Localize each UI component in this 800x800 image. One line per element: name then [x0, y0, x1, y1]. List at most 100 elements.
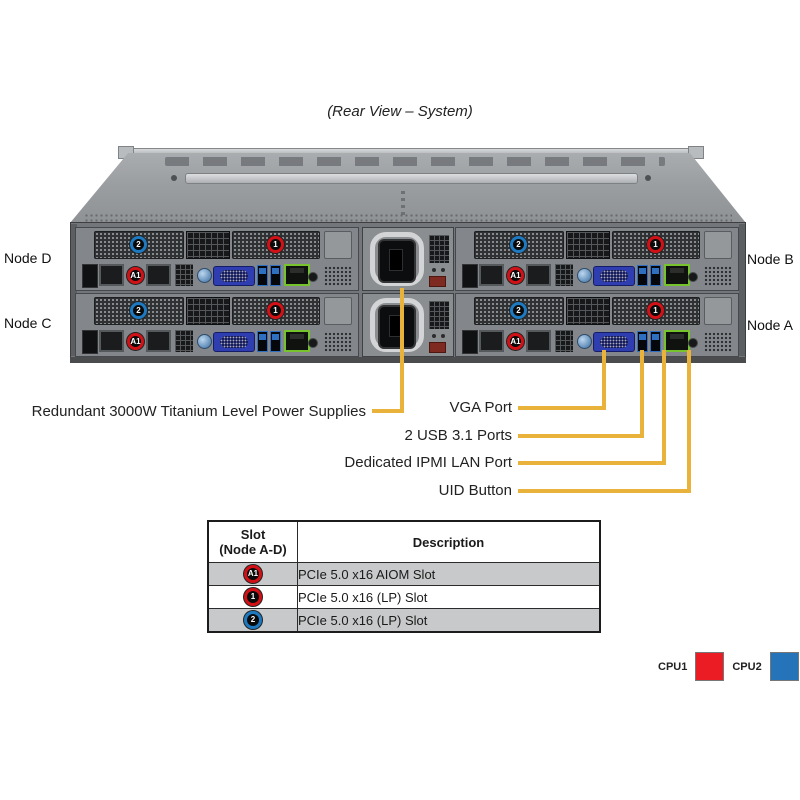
vga-connector: [220, 336, 248, 348]
description-cell: PCIe 5.0 x16 (LP) Slot: [297, 608, 601, 633]
usb-port-2: [650, 331, 661, 352]
vent-dots: [324, 266, 352, 286]
bay-latch: [704, 297, 732, 325]
callout-line-psu-horizontal: [372, 409, 404, 413]
slot-description-table: Slot (Node A-D) Description A1 PCIe 5.0 …: [207, 520, 601, 633]
aiom-badge: A1: [127, 333, 144, 350]
psu-led-2: [441, 334, 445, 338]
cpu1-label: CPU1: [658, 660, 688, 673]
table-row: A1 PCIe 5.0 x16 AIOM Slot: [207, 562, 601, 586]
vga-port: [213, 332, 255, 352]
callout-line-ipmi-horizontal: [518, 461, 666, 465]
usb-callout-label: 2 USB 3.1 Ports: [404, 427, 512, 444]
aiom-badge: A1: [127, 267, 144, 284]
cpu2-label: CPU2: [732, 660, 762, 673]
bay-latch: [704, 231, 732, 259]
slot-cell: 2: [207, 608, 298, 633]
usb-port-2: [650, 265, 661, 286]
thumbscrew: [577, 268, 592, 283]
slot1-badge: 1: [244, 588, 262, 606]
aiom-lan-port-1: [479, 330, 504, 352]
thumbscrew: [197, 334, 212, 349]
rear-io-port: [462, 330, 478, 354]
pcie-slot2-vent: [94, 231, 184, 259]
vga-connector: [600, 336, 628, 348]
power-supply-1: [362, 227, 454, 291]
slot1-badge: 1: [267, 236, 284, 253]
description-cell: PCIe 5.0 x16 AIOM Slot: [297, 562, 601, 586]
cpu-legend: CPU1 CPU2: [658, 652, 799, 681]
center-vent-grid: [566, 297, 610, 325]
psu-led-2: [441, 268, 445, 272]
usb-ports: [637, 265, 661, 286]
callout-line-psu-vertical: [400, 288, 404, 413]
psu-vent-grid: [429, 235, 449, 263]
ipmi-callout-label: Dedicated IPMI LAN Port: [344, 454, 512, 471]
thumbscrew: [577, 334, 592, 349]
bay-latch: [324, 231, 352, 259]
psu-handle: [370, 298, 424, 352]
usb-port-2: [270, 331, 281, 352]
cpu2-swatch: [769, 652, 799, 681]
callout-line-ipmi-vertical: [662, 350, 666, 465]
node-b-label: Node B: [747, 251, 794, 267]
slot2-badge: 2: [510, 236, 527, 253]
slot2-badge: 2: [130, 236, 147, 253]
aiom-lan-port-1: [99, 330, 124, 352]
node-d-label: Node D: [4, 250, 52, 266]
node-bay-b: 2 1 A1: [455, 227, 739, 291]
usb-port-1: [257, 265, 268, 286]
io-vent-grid: [555, 264, 573, 286]
diagram-title: (Rear View – System): [327, 103, 473, 120]
aiom-lan-port-2: [146, 264, 171, 286]
rear-flange-left: [71, 224, 77, 356]
slot-cell: A1: [207, 562, 298, 586]
aiom-lan-port-1: [479, 264, 504, 286]
rear-flange-right: [739, 224, 745, 356]
bay-latch: [324, 297, 352, 325]
psu-callout-label: Redundant 3000W Titanium Level Power Sup…: [31, 403, 366, 420]
slot-cell: 1: [207, 585, 298, 609]
slot2-badge: 2: [244, 611, 262, 629]
aiom-badge: A1: [244, 565, 262, 583]
io-vent-grid: [175, 330, 193, 352]
usb-port-2: [270, 265, 281, 286]
slot2-badge: 2: [510, 302, 527, 319]
node-bay-a: 2 1 A1: [455, 293, 739, 357]
table-header-row: Slot (Node A-D) Description: [207, 520, 601, 563]
lid-screw-right: [645, 175, 652, 181]
usb-port-1: [637, 331, 648, 352]
slot2-badge: 2: [130, 302, 147, 319]
callout-line-usb-horizontal: [518, 434, 644, 438]
node-bay-d: 2 1 A1: [75, 227, 359, 291]
ipmi-lan-port: [284, 264, 310, 286]
slot1-badge: 1: [647, 236, 664, 253]
table-row: 2 PCIe 5.0 x16 (LP) Slot: [207, 608, 601, 633]
center-vent-grid: [186, 297, 230, 325]
header-slot: Slot (Node A-D): [207, 520, 298, 563]
callout-line-uid-vertical: [687, 350, 691, 493]
io-vent-grid: [555, 330, 573, 352]
usb-port-1: [257, 331, 268, 352]
psu-led-1: [432, 334, 436, 338]
callout-line-usb-vertical: [640, 350, 644, 438]
vga-callout-label: VGA Port: [449, 399, 512, 416]
vga-connector: [600, 270, 628, 282]
callout-line-vga-horizontal: [518, 406, 606, 410]
uid-button: [308, 338, 318, 348]
usb-ports: [637, 331, 661, 352]
lid-screw-left: [171, 175, 178, 181]
rear-io-port: [82, 330, 98, 354]
aiom-badge: A1: [507, 267, 524, 284]
vga-port: [593, 332, 635, 352]
node-bay-c: 2 1 A1: [75, 293, 359, 357]
lid-center-marks: [401, 191, 406, 217]
callout-line-uid-horizontal: [518, 489, 691, 493]
header-slot-line1: Slot: [240, 527, 266, 542]
aiom-badge: A1: [507, 333, 524, 350]
callout-line-vga-vertical: [602, 350, 606, 410]
aiom-lan-port-2: [146, 330, 171, 352]
vga-port: [213, 266, 255, 286]
table-row: 1 PCIe 5.0 x16 (LP) Slot: [207, 585, 601, 609]
